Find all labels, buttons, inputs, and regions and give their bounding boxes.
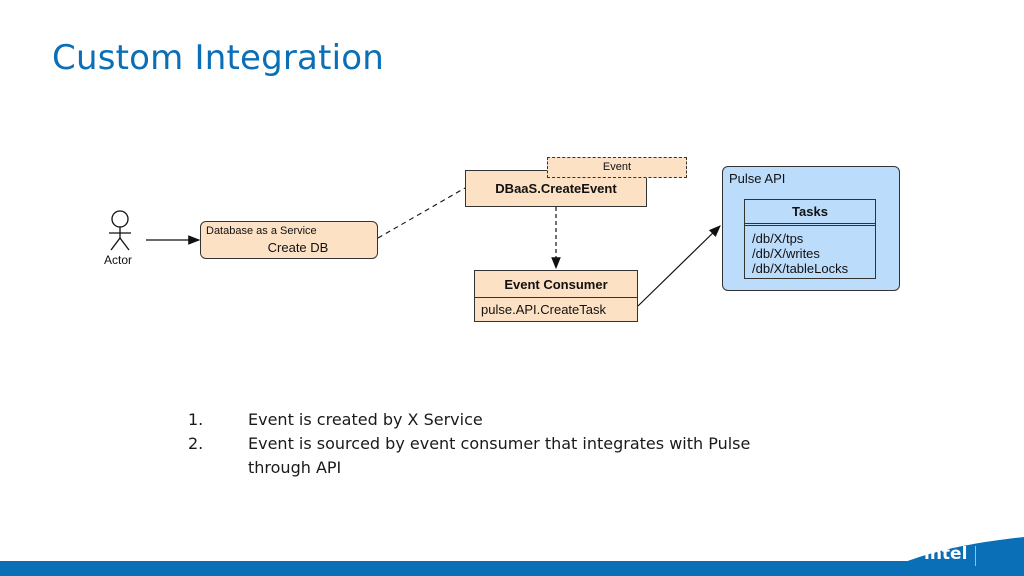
tasks-items: /db/X/tps /db/X/writes /db/X/tableLocks bbox=[752, 231, 848, 276]
consumer-to-pulse-arrow bbox=[637, 225, 721, 307]
create-event-label: DBaaS.CreateEvent bbox=[495, 181, 617, 196]
list-item: 1. Event is created by X Service bbox=[188, 408, 768, 432]
tasks-box: Tasks /db/X/tps /db/X/writes /db/X/table… bbox=[744, 199, 876, 279]
list-item-number: 1. bbox=[188, 410, 204, 429]
list-item-number: 2. bbox=[188, 434, 204, 453]
footer-wave-shape bbox=[872, 537, 1024, 576]
list-item: 2. Event is sourced by event consumer th… bbox=[188, 432, 768, 480]
notes-list: 1. Event is created by X Service 2. Even… bbox=[188, 408, 768, 480]
intel-logo: intel bbox=[924, 544, 968, 564]
event-tag: Event bbox=[547, 157, 687, 178]
event-consumer-title: Event Consumer bbox=[504, 277, 608, 292]
tasks-header: Tasks bbox=[745, 200, 875, 226]
pulse-api-label: Pulse API bbox=[729, 171, 786, 186]
event-consumer-header: Event Consumer bbox=[475, 271, 637, 298]
dbaas-to-event-dashed-line bbox=[377, 187, 466, 239]
list-item-text: Event is sourced by event consumer that … bbox=[248, 434, 751, 477]
dbaas-create-db-box: Database as a Service Create DB bbox=[200, 221, 378, 259]
actor-icon bbox=[109, 210, 131, 251]
task-item: /db/X/tableLocks bbox=[752, 261, 849, 276]
task-item: /db/X/tps bbox=[752, 231, 804, 246]
slide-title: Custom Integration bbox=[52, 38, 385, 78]
task-item: /db/X/writes bbox=[752, 246, 820, 261]
dbaas-caption: Database as a Service bbox=[206, 225, 317, 237]
footer-bar bbox=[0, 561, 1024, 576]
tasks-title: Tasks bbox=[792, 204, 828, 219]
actor-label: Actor bbox=[104, 253, 133, 267]
event-tag-label: Event bbox=[602, 161, 632, 173]
event-consumer-box: Event Consumer pulse.API.CreateTask bbox=[474, 270, 638, 322]
event-consumer-method: pulse.API.CreateTask bbox=[481, 302, 607, 317]
logo-divider bbox=[975, 546, 976, 566]
list-item-text: Event is created by X Service bbox=[248, 410, 483, 429]
dbaas-action: Create DB bbox=[267, 240, 329, 255]
